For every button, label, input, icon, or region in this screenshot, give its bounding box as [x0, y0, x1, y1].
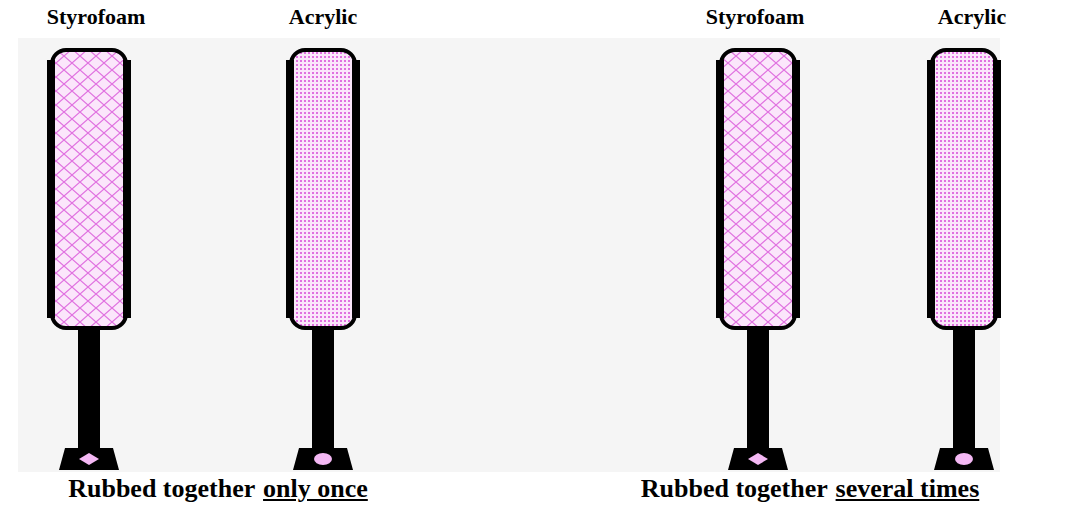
rod-handle: [953, 320, 975, 455]
rod-edge: [352, 60, 360, 318]
rod-handle: [78, 320, 100, 455]
caption-text: Rubbed together: [68, 474, 255, 503]
underlined-phrase: only once: [263, 474, 368, 503]
rod: [47, 50, 131, 470]
material-label: Styrofoam: [706, 4, 805, 30]
caption-line: Rubbed together only once: [68, 474, 368, 504]
rod-edge: [792, 60, 800, 318]
background-panel: [18, 38, 1000, 472]
base-mark: [79, 453, 99, 465]
rod-handle: [747, 320, 769, 455]
rod-base: [934, 448, 994, 470]
rod-body: [291, 50, 355, 328]
underlined-phrase: several times: [836, 474, 980, 503]
material-label: Acrylic: [289, 4, 357, 30]
caption-line: Rubbed together several times: [641, 474, 980, 504]
rod-edge: [993, 60, 1001, 318]
rod: [927, 50, 1001, 470]
rod-edge: [927, 60, 935, 318]
rod-body: [52, 50, 126, 328]
base-mark: [314, 453, 332, 465]
material-label: Styrofoam: [47, 4, 146, 30]
rod-edge: [286, 60, 294, 318]
rod-edge: [47, 60, 55, 318]
rod: [286, 50, 360, 470]
rod-base: [59, 448, 119, 470]
caption-text: Rubbed together: [641, 474, 828, 503]
rod-edge: [123, 60, 131, 318]
rod-handle: [312, 320, 334, 455]
rod-body: [932, 50, 996, 328]
base-mark: [955, 453, 973, 465]
rod-edge: [716, 60, 724, 318]
rod-base: [728, 448, 788, 470]
base-mark: [748, 453, 768, 465]
rod: [716, 50, 800, 470]
material-label: Acrylic: [938, 4, 1006, 30]
rod-body: [721, 50, 795, 328]
rod-base: [293, 448, 353, 470]
